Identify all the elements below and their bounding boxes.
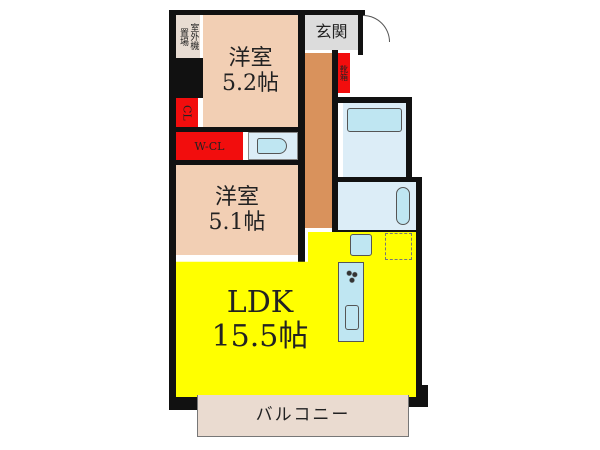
closet-label: CL xyxy=(180,104,194,121)
wall-genkan-right xyxy=(358,10,363,55)
bathroom xyxy=(343,103,406,178)
walk-in-closet: W-CL xyxy=(176,132,243,160)
western-room-2: 洋室 5.1帖 xyxy=(176,165,298,255)
western-room-1: 洋室 5.2帖 xyxy=(203,15,298,127)
wall-left xyxy=(169,10,176,402)
ldk: LDK 15.5帖 xyxy=(190,280,330,360)
outdoor-unit-label-1: 室外機 xyxy=(188,23,199,50)
wall-right xyxy=(416,178,422,396)
wall-bath-right xyxy=(406,97,412,182)
balcony: バルコニー xyxy=(197,395,409,437)
fridge-space xyxy=(385,233,412,260)
western-room-1-name: 洋室 xyxy=(228,45,273,71)
closet: CL xyxy=(176,98,198,127)
western-room-1-size: 5.2帖 xyxy=(222,71,279,96)
outdoor-unit-space: 室外機 置場 xyxy=(176,15,200,58)
wall-mid xyxy=(176,127,300,132)
hallway xyxy=(305,53,332,228)
ldk-size: 15.5帖 xyxy=(211,319,309,354)
wall-wash-bottom xyxy=(338,230,416,233)
bathtub-icon xyxy=(347,108,402,132)
toilet-icon xyxy=(257,138,287,154)
wall-center xyxy=(298,13,305,263)
sink-small-icon xyxy=(350,234,372,256)
entrance: 玄関 xyxy=(305,15,358,50)
shoe-box-label: 靴箱 xyxy=(339,65,349,81)
wall-bath-top xyxy=(338,97,412,103)
kitchen-sink-icon xyxy=(345,305,359,330)
wall-mid-2 xyxy=(176,160,300,165)
stove-icon xyxy=(345,269,359,283)
western-room-2-name: 洋室 xyxy=(214,184,259,210)
wall-top xyxy=(169,10,365,15)
western-room-2-size: 5.1帖 xyxy=(208,210,266,235)
wall-outdoor xyxy=(176,58,203,98)
washbasin-icon xyxy=(396,187,410,225)
wall-bath-bottom xyxy=(338,177,422,182)
front-door-icon[interactable] xyxy=(363,15,390,42)
toilet-room xyxy=(248,132,298,160)
shoe-box: 靴箱 xyxy=(338,53,350,93)
walk-in-closet-label: W-CL xyxy=(194,139,225,153)
washroom xyxy=(338,182,416,230)
entrance-label: 玄関 xyxy=(315,22,348,42)
outdoor-unit-label-2: 置場 xyxy=(178,27,188,46)
wall-hall-right xyxy=(332,50,338,295)
ldk-name: LDK xyxy=(226,284,294,320)
kitchen-counter xyxy=(338,262,364,342)
balcony-label: バルコニー xyxy=(255,404,351,425)
